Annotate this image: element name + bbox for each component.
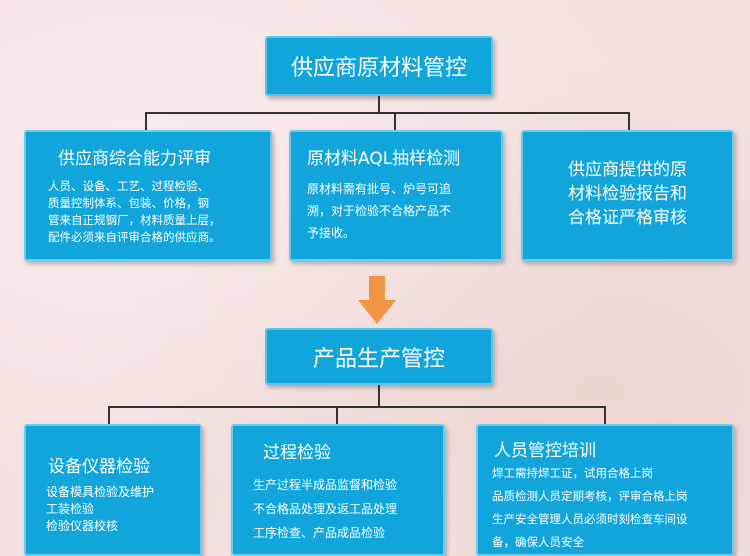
top-connector-left <box>145 112 147 131</box>
text-line: 不合格品处理及返工品处理 <box>253 502 398 516</box>
bottom-connector-stem <box>378 385 380 407</box>
bottom-connector-right <box>604 406 606 425</box>
supplier-report-card: 供应商提供的原 材料检验报告和 合格证严格审核 <box>521 130 734 261</box>
text-line: 质量控制体系、包装、价格，钢 <box>48 196 209 210</box>
aql-inspection-title: 原材料AQL抽样检测 <box>307 149 461 169</box>
aql-inspection-text: 原材料需有批号、炉号可追 溯，对于检验不合格产品不 予接收。 <box>307 178 451 244</box>
personnel-training-title: 人员管控培训 <box>494 441 596 461</box>
aql-inspection-card: 原材料AQL抽样检测 原材料需有批号、炉号可追 溯，对于检验不合格产品不 予接收… <box>289 130 503 261</box>
text-line: 溯，对于检验不合格产品不 <box>307 204 452 218</box>
equipment-inspection-card: 设备仪器检验 设备模具检验及维护 工装检验 检验仪器校核 <box>24 424 202 556</box>
personnel-training-text: 焊工需持焊工证，试用合格上岗 品质检测人员定期考核，评审合格上岗 生产安全管理人… <box>492 462 688 554</box>
text-line: 生产过程半成品监督和检验 <box>253 478 398 492</box>
text-line: 配件必须来自评审合格的供应商。 <box>48 230 221 244</box>
text-line: 设备模具检验及维护 <box>46 485 155 499</box>
down-arrow-icon <box>358 276 396 324</box>
bottom-connector-left <box>108 406 110 425</box>
equipment-inspection-title: 设备仪器检验 <box>48 457 150 477</box>
process-inspection-card: 过程检验 生产过程半成品监督和检验 不合格品处理及返工品处理 工序检查、产品成品… <box>231 424 445 556</box>
text-line: 人员、设备、工艺、过程检验、 <box>48 179 209 193</box>
text-line: 生产安全管理人员必须时刻检查车间设 <box>492 512 688 526</box>
text-line: 予接收。 <box>307 226 356 240</box>
production-title: 产品生产管控 <box>312 346 445 372</box>
supplier-materials-title: 供应商原材料管控 <box>290 56 467 81</box>
top-connector-stem <box>378 96 380 113</box>
text-line: 备，确保人员安全 <box>492 535 584 549</box>
supplier-evaluation-text: 人员、设备、工艺、过程检验、 质量控制体系、包装、价格，钢 管来自正规钢厂，材料… <box>48 178 221 246</box>
text-line: 合格证严格审核 <box>568 208 687 228</box>
top-connector-bar <box>145 112 630 114</box>
text-line: 焊工需持焊工证，试用合格上岗 <box>492 466 653 480</box>
top-connector-mid <box>394 112 396 131</box>
text-line: 品质检测人员定期考核，评审合格上岗 <box>492 489 688 503</box>
text-line: 材料检验报告和 <box>568 184 687 204</box>
text-line: 工序检查、产品成品检验 <box>253 526 386 540</box>
text-line: 检验仪器校核 <box>46 519 119 533</box>
top-connector-right <box>628 112 630 131</box>
supplier-materials-title-box: 供应商原材料管控 <box>265 36 493 96</box>
supplier-evaluation-title: 供应商综合能力评审 <box>58 149 211 169</box>
bottom-connector-bar <box>108 406 606 408</box>
text-line: 原材料需有批号、炉号可追 <box>307 182 452 196</box>
process-inspection-text: 生产过程半成品监督和检验 不合格品处理及返工品处理 工序检查、产品成品检验 <box>253 473 397 545</box>
bottom-connector-mid <box>336 406 338 425</box>
process-inspection-title: 过程检验 <box>263 443 331 463</box>
text-line: 管来自正规钢厂，材料质量上层， <box>48 213 221 227</box>
text-line: 工装检验 <box>46 502 95 516</box>
equipment-inspection-text: 设备模具检验及维护 工装检验 检验仪器校核 <box>46 484 154 535</box>
text-line: 供应商提供的原 <box>568 160 687 180</box>
production-title-box: 产品生产管控 <box>265 328 493 385</box>
supplier-evaluation-card: 供应商综合能力评审 人员、设备、工艺、过程检验、 质量控制体系、包装、价格，钢 … <box>24 130 272 261</box>
personnel-training-card: 人员管控培训 焊工需持焊工证，试用合格上岗 品质检测人员定期考核，评审合格上岗 … <box>476 424 734 556</box>
supplier-report-text: 供应商提供的原 材料检验报告和 合格证严格审核 <box>523 158 732 230</box>
